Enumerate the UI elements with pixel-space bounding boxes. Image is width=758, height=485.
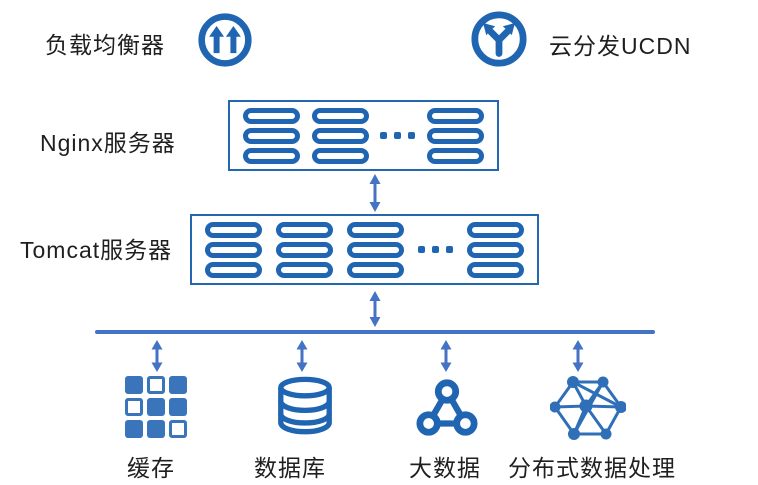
server-stack-icon	[467, 221, 524, 278]
nginx-tomcat-arrow-icon	[366, 173, 384, 213]
cdn-icon	[470, 10, 528, 68]
database-icon	[274, 374, 336, 438]
tomcat-server-box	[190, 214, 539, 285]
nginx-server-box	[228, 100, 499, 171]
database-label: 数据库	[254, 455, 326, 481]
cache-grid-icon	[125, 376, 187, 438]
tomcat-layer-label: Tomcat服务器	[20, 237, 173, 263]
server-stack-icon	[205, 221, 262, 278]
load-balancer-label: 负载均衡器	[45, 32, 165, 58]
bus-distributed-arrow-icon	[569, 339, 587, 373]
server-stack-icon	[243, 107, 300, 164]
server-stack-icon	[426, 107, 484, 164]
tomcat-bus-arrow-icon	[366, 290, 384, 328]
bus-database-arrow-icon	[293, 339, 311, 373]
ellipsis-icon	[418, 246, 453, 253]
big-data-label: 大数据	[409, 455, 481, 481]
distributed-processing-label: 分布式数据处理	[508, 455, 676, 481]
server-stack-icon	[347, 221, 404, 278]
bus-cache-arrow-icon	[148, 339, 166, 373]
bus-bigdata-arrow-icon	[437, 339, 455, 373]
nginx-layer-label: Nginx服务器	[40, 130, 176, 156]
cdn-label: 云分发UCDN	[549, 33, 692, 59]
load-balancer-icon	[197, 12, 253, 68]
bus-line	[95, 330, 655, 334]
server-stack-icon	[276, 221, 333, 278]
cache-label: 缓存	[127, 455, 175, 481]
distributed-processing-icon	[550, 374, 626, 442]
ellipsis-icon	[380, 132, 416, 139]
big-data-icon	[416, 377, 478, 439]
server-stack-icon	[311, 107, 369, 164]
